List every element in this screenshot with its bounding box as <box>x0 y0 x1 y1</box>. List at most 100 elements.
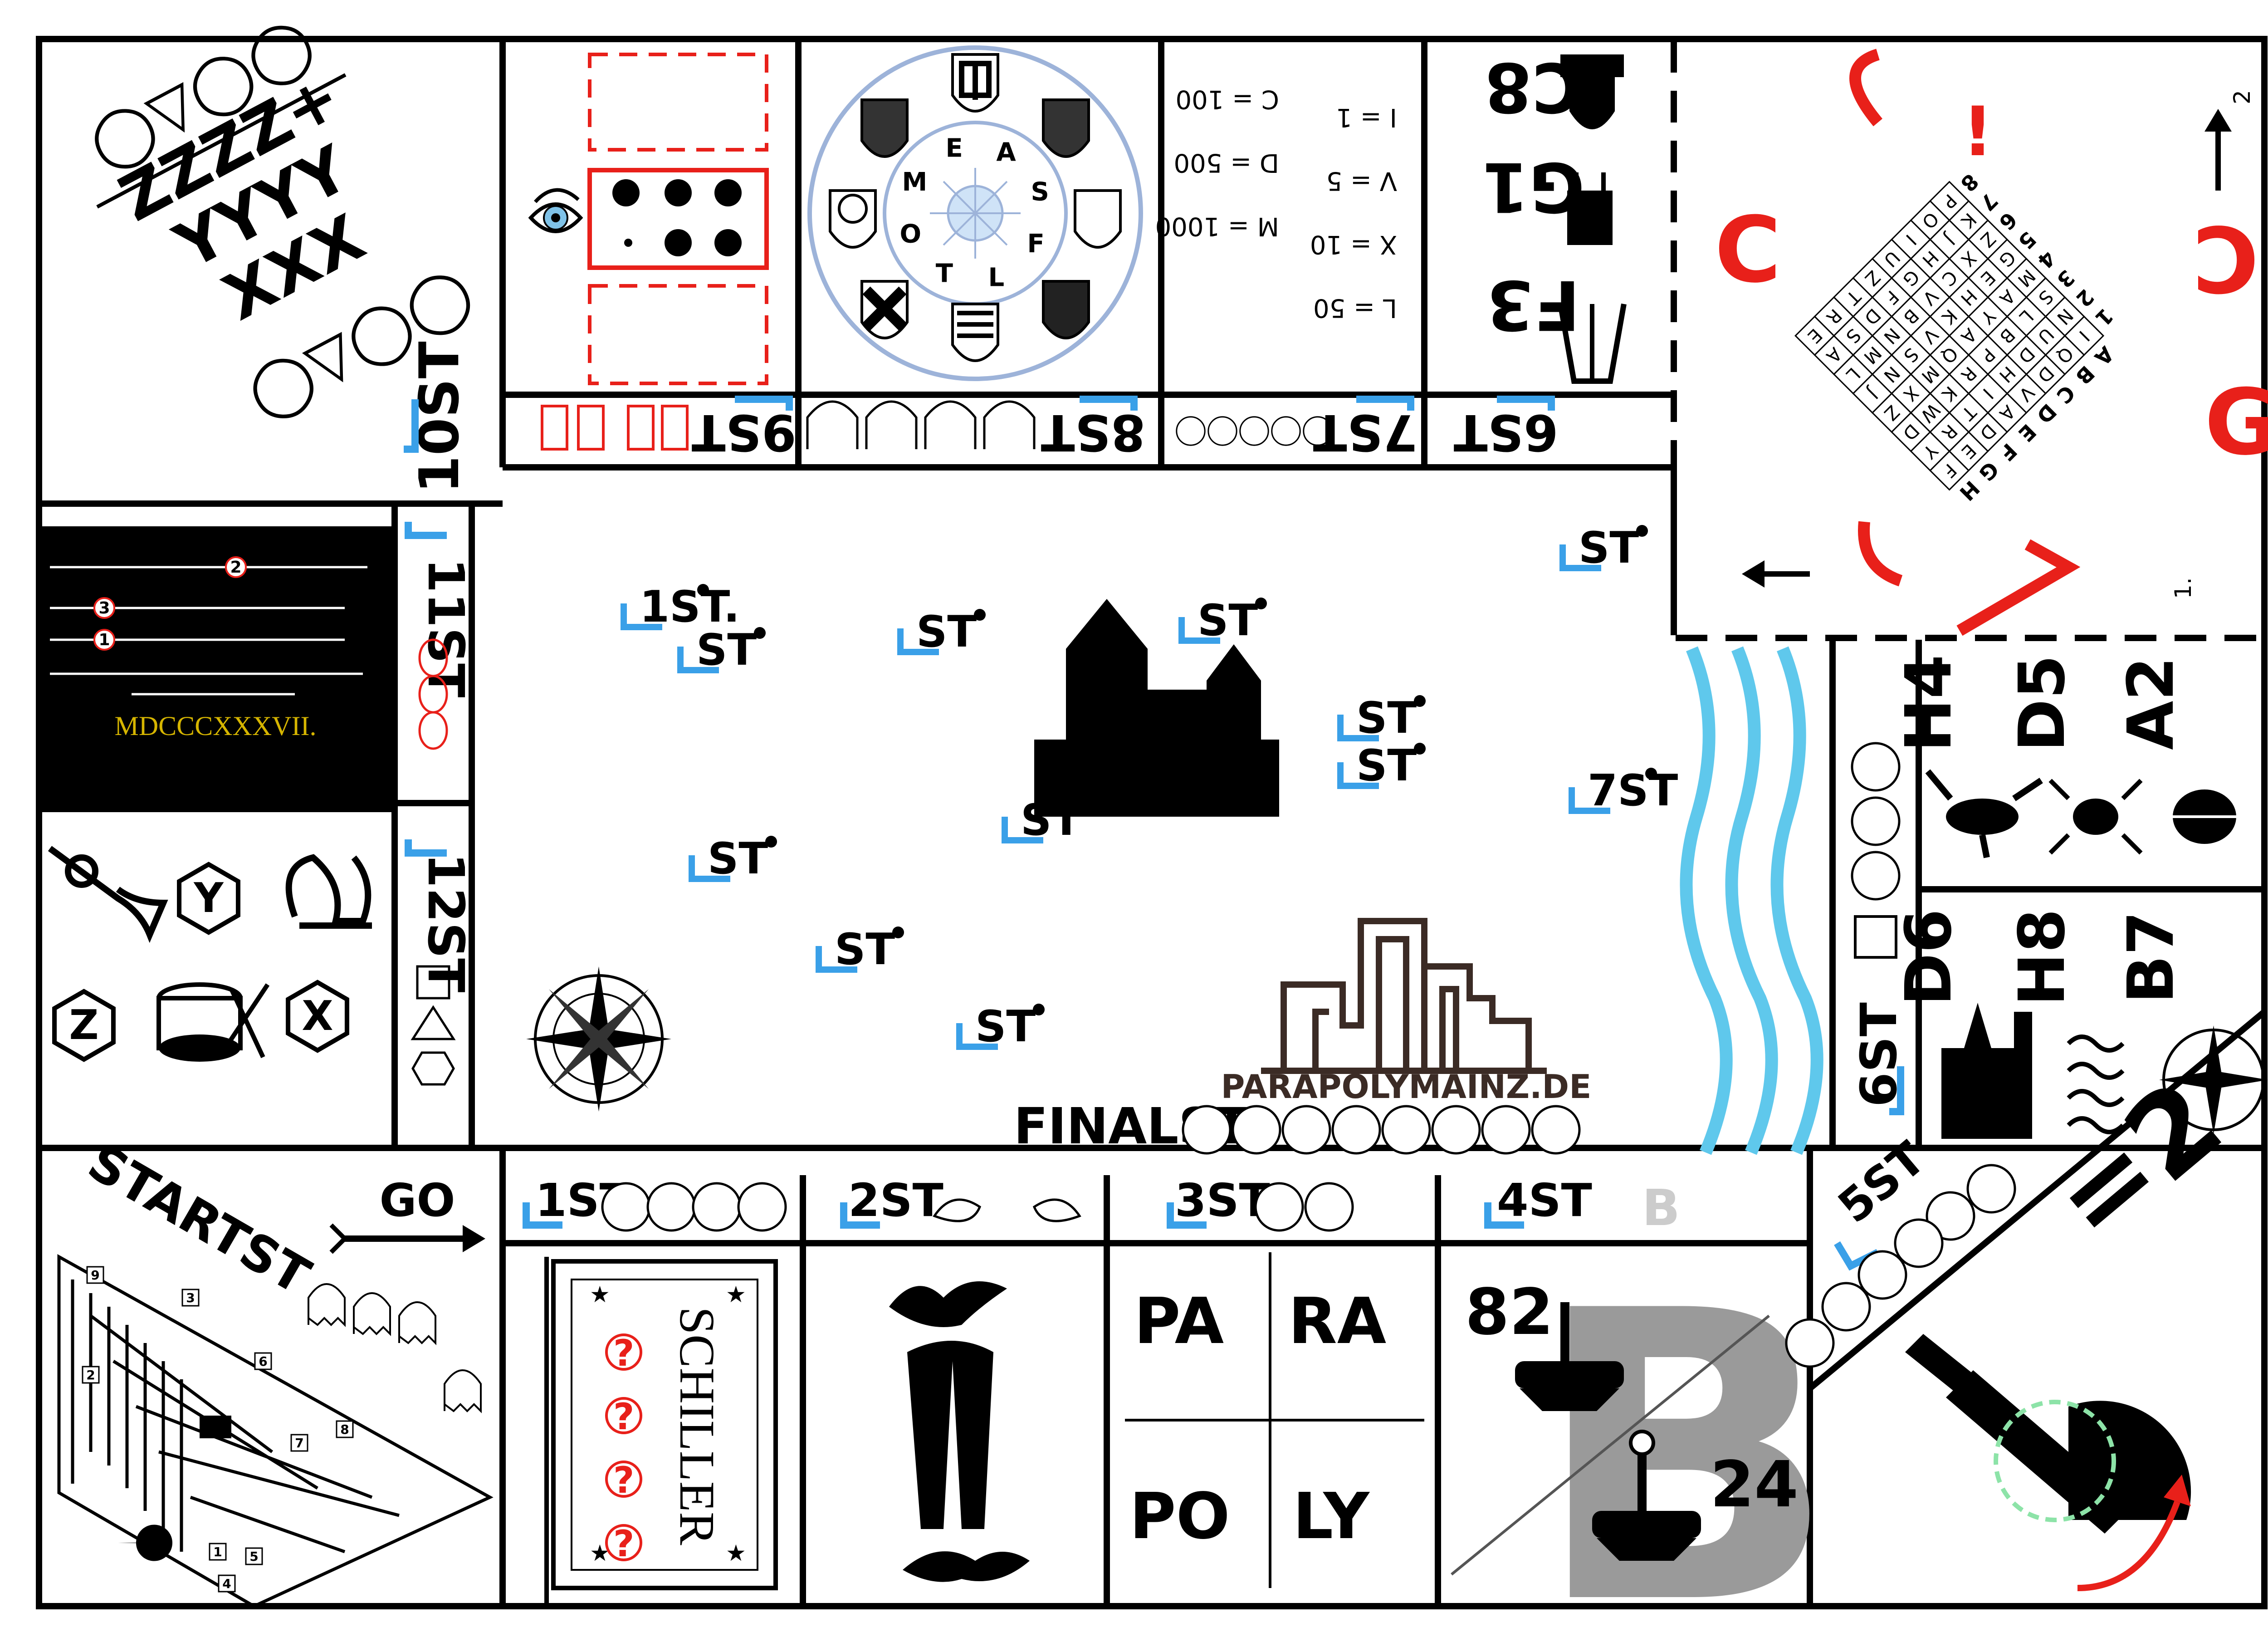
arrow-go-icon <box>329 1223 485 1254</box>
station-label-11st: 11ST <box>417 558 475 697</box>
map-marker: 1ST. <box>640 582 740 632</box>
station-label-2st: 2ST <box>848 1174 943 1227</box>
maze-number: 7 <box>295 1436 303 1451</box>
compass-rose-icon <box>526 966 671 1112</box>
roman-year: MDCCCXXXVII. <box>114 711 316 741</box>
map-marker: ST <box>835 925 895 975</box>
map-marker: ST <box>1356 693 1417 743</box>
svg-text:?: ? <box>613 1332 634 1374</box>
tile-places: D6 H8 B7 <box>1892 909 2268 1139</box>
map-marker: ST <box>708 834 768 884</box>
para-word: PA <box>1134 1284 1224 1358</box>
maze-number: 5 <box>249 1549 258 1564</box>
checkered-flag-icon <box>200 1416 231 1438</box>
hex-letter: Z <box>69 1001 98 1049</box>
place-code: H8 <box>2005 909 2079 1006</box>
station-label-7st: 7ST <box>1313 403 1418 461</box>
station-4st-header: 4ST B <box>1484 1174 1680 1237</box>
seal-letter: O <box>900 219 922 249</box>
seal-letter: S <box>1031 177 1049 207</box>
bottom-station-headers: 1ST 2ST 3ST 4ST B <box>523 1174 1680 1237</box>
svg-text:★: ★ <box>726 1281 746 1308</box>
red-g: G <box>2204 370 2268 475</box>
seal-letter: F <box>1027 229 1045 259</box>
maze-number: 4 <box>222 1576 231 1591</box>
board-frame <box>36 36 2268 1609</box>
tile-10st-symbols: ◯▽◯◯ ZZZZ+ YYYY XXX ◯▽◯◯ 10ST <box>77 5 483 493</box>
maze-number: 2 <box>86 1368 95 1382</box>
grid-col-header: B <box>2071 361 2099 389</box>
grid-mark-2: 2 <box>2229 90 2255 104</box>
dove-icon-bottom <box>903 1551 1030 1582</box>
glass-icon <box>1558 303 1627 384</box>
svg-text:?: ? <box>613 1523 634 1565</box>
ghost-icons <box>308 1283 482 1413</box>
grid-mark-1: 1. <box>2170 577 2196 599</box>
red-c-right: C <box>2192 205 2259 311</box>
map-marker: ST <box>1198 596 1258 646</box>
arrow-left-icon <box>1742 560 1810 588</box>
beast-code: A2 <box>2114 657 2188 750</box>
station-label-8st: 8ST <box>1041 403 1146 461</box>
logo-text: PARAPOLYMAINZ.DE <box>1221 1068 1592 1106</box>
parapolymainz-logo <box>1261 918 1547 1074</box>
station-label-4st: 4ST <box>1497 1174 1592 1227</box>
compass-icon-small <box>2159 1025 2268 1134</box>
grid-col-header: F <box>1994 438 2022 466</box>
station-label-6st: 6ST <box>1454 403 1559 461</box>
tower-icon <box>1515 1302 1701 1561</box>
station-label-12st: 12ST <box>417 853 475 992</box>
staff-number: 3 <box>98 599 110 618</box>
maze-number: 1 <box>213 1544 222 1559</box>
svg-text:★: ★ <box>590 1281 610 1308</box>
map-marker: ST <box>975 1002 1036 1052</box>
chair-icon <box>1567 172 1613 245</box>
place-code: D6 <box>1892 909 1966 1006</box>
letter-grid-puzzle: ABCDEFGH12345678IQDVADEFNUDHITRYSLBPRKWD… <box>1715 49 2268 636</box>
tile-schiller: ★★ ★★ SCHILLER ? ? ? ? <box>544 1257 778 1606</box>
svg-text:?: ? <box>613 1396 634 1438</box>
schiller-text: SCHILLER <box>670 1307 725 1545</box>
question-marks: ? ? ? ? <box>605 1332 642 1565</box>
big-b-letter: B <box>1533 1226 1838 1645</box>
start-label: STARTST <box>78 1133 320 1306</box>
staff-number: 2 <box>230 558 241 577</box>
red-c-left: C <box>1715 197 1781 303</box>
place-code: B7 <box>2114 911 2188 1004</box>
map-marker: ST <box>916 607 977 657</box>
roman-numeral: D = 500 <box>1173 148 1279 177</box>
pacman-icon <box>118 1524 172 1561</box>
para-word: RA <box>1288 1284 1386 1358</box>
roman-numeral: V = 5 <box>1326 166 1397 196</box>
scarab-icon <box>2164 789 2245 844</box>
circle-row <box>1176 416 1333 446</box>
station-2st-header: 2ST <box>840 1174 1081 1229</box>
red-arc <box>1849 49 1882 127</box>
station-label-10st: 10ST <box>408 341 471 493</box>
tile-2st-statue <box>889 1281 1030 1582</box>
final-station: FINALST <box>1014 1097 1579 1155</box>
red-squares <box>541 405 689 451</box>
scorpion-icon <box>1925 769 2043 858</box>
go-label: GO <box>379 1174 455 1227</box>
tile-9st-braille: 9ST <box>528 53 796 461</box>
station-1st-header: 1ST <box>523 1174 786 1230</box>
arrow-up-icon <box>2204 109 2232 191</box>
sun-icon <box>930 168 1021 259</box>
beast-code: H4 <box>1892 655 1966 752</box>
para-word: PO <box>1129 1480 1230 1554</box>
roman-numeral: X = 10 <box>1310 230 1397 259</box>
map-marker: ST <box>1356 741 1417 791</box>
map-marker: 7ST <box>1588 766 1678 816</box>
seal-letter: A <box>996 137 1016 167</box>
coat-of-arms-shields <box>829 53 1122 362</box>
maze-number: 9 <box>91 1268 99 1283</box>
svg-text:B: B <box>1642 1179 1680 1237</box>
